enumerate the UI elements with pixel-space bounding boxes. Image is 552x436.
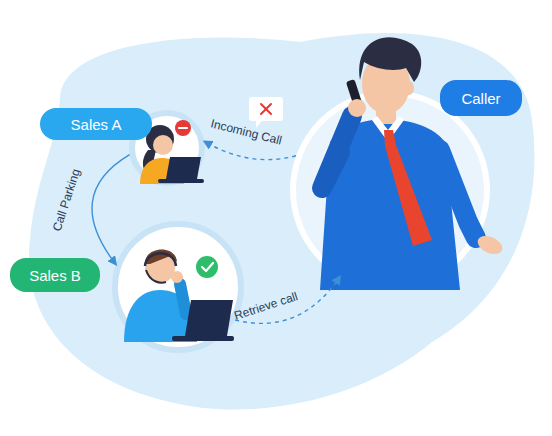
laptop [166,157,201,179]
hand [475,232,505,257]
blob-shape [29,33,535,410]
node-label: Caller [440,80,522,116]
headset [145,253,176,266]
bubble-shape [249,97,283,128]
hand [171,271,183,283]
ok-icon [196,256,218,278]
headset-mic [146,270,166,283]
face [153,135,173,155]
reject-x [261,104,271,114]
connector [92,155,130,265]
busy-icon [175,120,191,136]
hand [348,99,366,117]
hair [359,37,421,82]
node-label: Sales A [40,108,152,140]
laptop-base [172,336,234,341]
caller-figure [320,37,505,290]
reject-x [261,104,271,114]
tie [384,130,432,246]
ear [404,81,414,95]
arm [440,150,476,238]
arm [322,116,352,188]
rejected-bubble [249,97,283,128]
connector [204,141,296,159]
laptop [185,300,233,336]
busy-minus [179,127,187,129]
arm [180,284,186,314]
ok-check [202,263,213,271]
sales-a-figure [140,120,204,184]
node-label: Sales B [10,258,100,292]
sales-b-figure [124,249,234,342]
laptop-base [158,179,204,183]
